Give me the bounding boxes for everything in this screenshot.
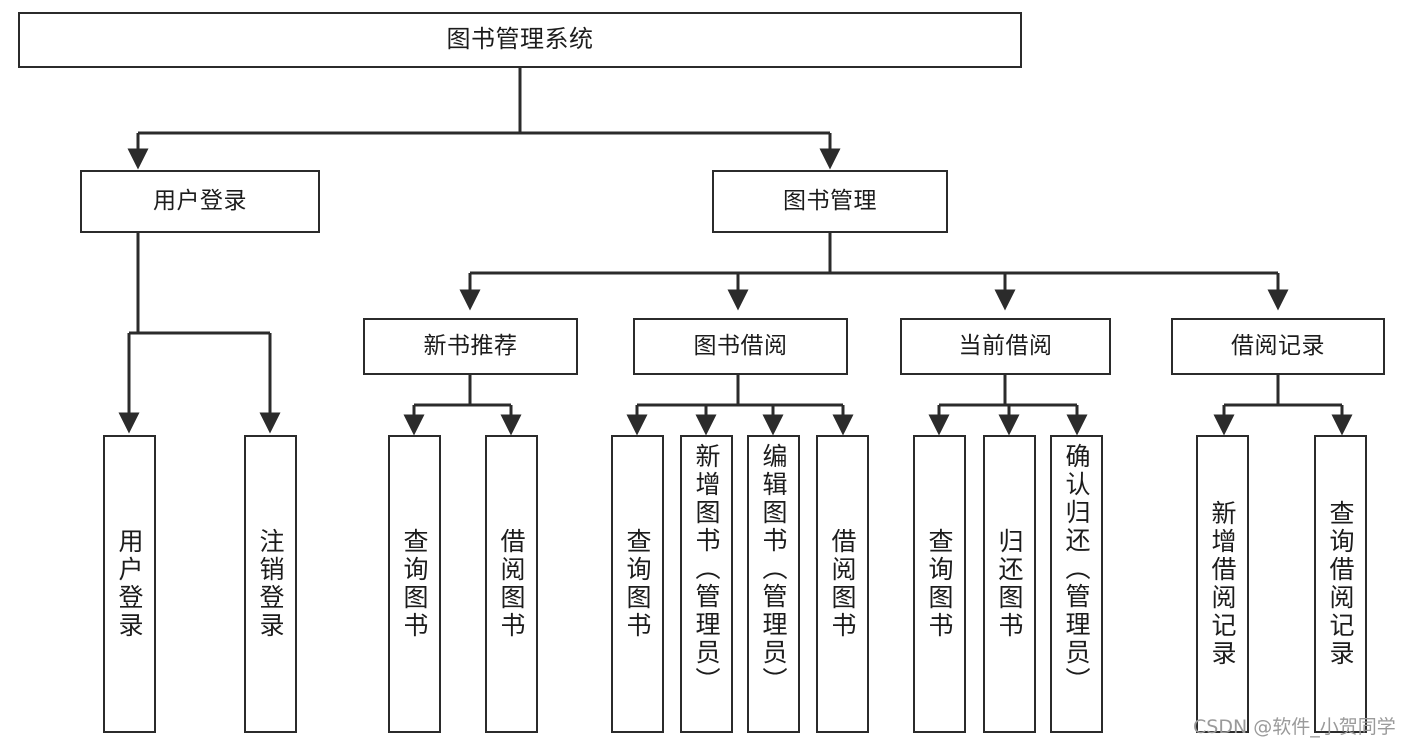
node-label: 编辑图书（管理员）: [759, 443, 788, 695]
node-book-management[interactable]: 图书管理: [712, 170, 948, 233]
leaf-query-book-current[interactable]: 查询图书: [913, 435, 966, 733]
node-label: 查询借阅记录: [1326, 500, 1355, 668]
node-label: 新增借阅记录: [1208, 500, 1237, 668]
leaf-return-book[interactable]: 归还图书: [983, 435, 1036, 733]
leaf-query-borrow-record[interactable]: 查询借阅记录: [1314, 435, 1367, 733]
leaf-user-login[interactable]: 用户登录: [103, 435, 156, 733]
node-borrow-record[interactable]: 借阅记录: [1171, 318, 1385, 375]
node-label: 用户登录: [115, 528, 144, 640]
node-label: 用户登录: [153, 188, 247, 215]
node-label: 图书管理系统: [446, 25, 594, 54]
leaf-query-book-borrow[interactable]: 查询图书: [611, 435, 664, 733]
node-label: 确认归还（管理员）: [1062, 443, 1091, 695]
leaf-query-book-recommend[interactable]: 查询图书: [388, 435, 441, 733]
node-label: 借阅图书: [497, 528, 526, 640]
leaf-edit-book-admin[interactable]: 编辑图书（管理员）: [747, 435, 800, 733]
node-label: 借阅记录: [1231, 333, 1325, 360]
leaf-add-borrow-record[interactable]: 新增借阅记录: [1196, 435, 1249, 733]
node-label: 查询图书: [400, 528, 429, 640]
node-label: 归还图书: [995, 528, 1024, 640]
leaf-logout-login[interactable]: 注销登录: [244, 435, 297, 733]
node-label: 注销登录: [256, 528, 285, 640]
leaf-borrow-book-borrow[interactable]: 借阅图书: [816, 435, 869, 733]
csdn-watermark: CSDN @软件_小贺同学: [1193, 716, 1396, 738]
leaf-add-book-admin[interactable]: 新增图书（管理员）: [680, 435, 733, 733]
node-label: 当前借阅: [958, 333, 1053, 360]
node-label: 查询图书: [623, 528, 652, 640]
node-label: 新书推荐: [423, 333, 518, 360]
node-label: 查询图书: [925, 528, 954, 640]
node-new-book-recommend[interactable]: 新书推荐: [363, 318, 578, 375]
node-label: 图书管理: [783, 188, 877, 215]
node-label: 借阅图书: [828, 528, 857, 640]
leaf-confirm-return-admin[interactable]: 确认归还（管理员）: [1050, 435, 1103, 733]
node-label: 图书借阅: [693, 333, 788, 360]
node-user-login[interactable]: 用户登录: [80, 170, 320, 233]
node-label: 新增图书（管理员）: [692, 443, 721, 695]
node-root-book-management-system[interactable]: 图书管理系统: [18, 12, 1022, 68]
node-current-borrow[interactable]: 当前借阅: [900, 318, 1111, 375]
leaf-borrow-book-recommend[interactable]: 借阅图书: [485, 435, 538, 733]
node-book-borrow[interactable]: 图书借阅: [633, 318, 848, 375]
